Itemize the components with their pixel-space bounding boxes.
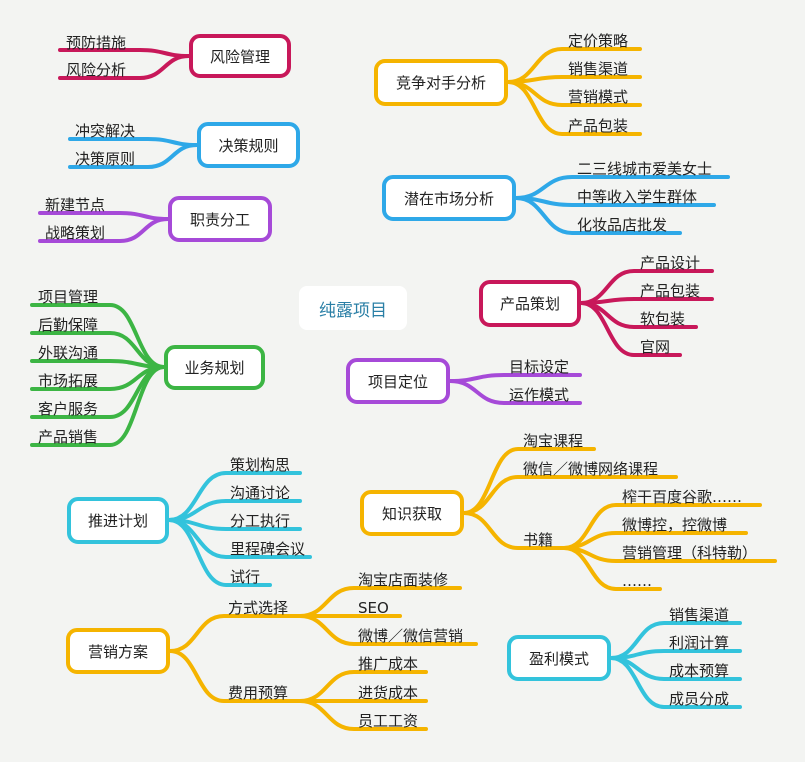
center-topic[interactable]: 纯露项目 (299, 286, 407, 330)
leaf-book-search[interactable]: 榨干百度谷歌…… (622, 488, 743, 506)
business-connector-5 (30, 365, 166, 447)
leaf-profit-calculation[interactable]: 利润计算 (669, 634, 730, 652)
leaf-external-communication[interactable]: 外联沟通 (38, 344, 99, 362)
topic-progress-plan[interactable]: 推进计划 (67, 497, 169, 544)
leaf-taobao-course[interactable]: 淘宝课程 (523, 432, 584, 450)
leaf-logistics[interactable]: 后勤保障 (38, 316, 99, 334)
topic-decision-rules[interactable]: 决策规则 (197, 122, 300, 168)
profit-connector-3 (609, 656, 742, 709)
leaf-product-sales[interactable]: 产品销售 (38, 428, 99, 446)
leaf-soft-packaging[interactable]: 软包装 (640, 310, 686, 328)
leaf-strategy-planning[interactable]: 战略策划 (45, 224, 106, 242)
leaf-operation-mode[interactable]: 运作模式 (509, 386, 570, 404)
leaf-marketing-mode[interactable]: 营销模式 (568, 88, 629, 106)
leaf-sales-channel[interactable]: 销售渠道 (568, 60, 629, 78)
risk-connector-1 (58, 54, 191, 80)
leaf-cosmetics-wholesale[interactable]: 化妆品店批发 (577, 216, 668, 234)
knowledge-connector-1 (462, 475, 678, 515)
leaf-book-weibo[interactable]: 微博控，控微博 (622, 516, 728, 534)
position-connector-1 (448, 379, 582, 405)
leaf-cost-budget[interactable]: 成本预算 (669, 662, 730, 680)
decision-connector-1 (68, 143, 199, 169)
leaf-staff-salary[interactable]: 员工工资 (358, 712, 419, 730)
topic-risk-management[interactable]: 风险管理 (189, 34, 291, 78)
marketing-connector-1 (168, 649, 302, 703)
leaf-profit-sales-channel[interactable]: 销售渠道 (669, 606, 730, 624)
leaf-weibo-wechat-marketing[interactable]: 微博／微信营销 (358, 627, 464, 645)
leaf-product-design[interactable]: 产品设计 (640, 254, 701, 272)
leaf-taobao-storefront[interactable]: 淘宝店面装修 (358, 571, 449, 589)
topic-marketing-plan[interactable]: 营销方案 (66, 628, 170, 674)
marketing-connector-0 (168, 614, 302, 653)
leaf-milestone-meeting[interactable]: 里程碑会议 (230, 540, 306, 558)
leaf-risk-analysis[interactable]: 风险分析 (66, 61, 127, 79)
leaf-new-node[interactable]: 新建节点 (45, 196, 106, 214)
leaf-promotion-cost[interactable]: 推广成本 (358, 655, 419, 673)
leaf-middle-income-students[interactable]: 中等收入学生群体 (577, 188, 698, 206)
topic-duty-division[interactable]: 职责分工 (168, 196, 272, 242)
leaf-official-website[interactable]: 官网 (640, 338, 671, 356)
progress-connector-4 (167, 518, 272, 587)
leaf-product-packaging[interactable]: 产品包装 (568, 117, 629, 135)
leaf-product-packaging-2[interactable]: 产品包装 (640, 282, 701, 300)
leaf-book-kotler[interactable]: 营销管理（科特勒） (622, 544, 758, 562)
subtopic-cost-budget[interactable]: 费用预算 (228, 684, 289, 702)
leaf-pricing-strategy[interactable]: 定价策略 (568, 32, 629, 50)
topic-project-positioning[interactable]: 项目定位 (346, 358, 450, 404)
leaf-conflict-resolution[interactable]: 冲突解决 (75, 122, 136, 140)
leaf-book-more[interactable]: …… (622, 572, 652, 590)
leaf-wechat-weibo-course[interactable]: 微信／微博网络课程 (523, 460, 659, 478)
competitor-connector-3 (506, 80, 642, 136)
books-connector-3 (562, 546, 662, 591)
leaf-member-share[interactable]: 成员分成 (669, 690, 730, 708)
profit-connector-1 (609, 649, 742, 660)
topic-market-analysis[interactable]: 潜在市场分析 (382, 175, 516, 221)
topic-profit-model[interactable]: 盈利模式 (507, 635, 611, 681)
market-connector-2 (514, 196, 682, 235)
leaf-market-expansion[interactable]: 市场拓展 (38, 372, 99, 390)
leaf-discussion[interactable]: 沟通讨论 (230, 484, 291, 502)
duty-connector-1 (38, 217, 170, 243)
method-connector-2 (298, 614, 478, 646)
leaf-planning-idea[interactable]: 策划构思 (230, 456, 291, 474)
knowledge-connector-2 (462, 511, 566, 550)
leaf-prevention[interactable]: 预防措施 (66, 34, 127, 52)
leaf-purchase-cost[interactable]: 进货成本 (358, 684, 419, 702)
leaf-execution[interactable]: 分工执行 (230, 512, 291, 530)
leaf-decision-principle[interactable]: 决策原则 (75, 150, 136, 168)
topic-product-planning[interactable]: 产品策划 (479, 280, 581, 327)
topic-business-planning[interactable]: 业务规划 (164, 345, 265, 390)
topic-knowledge-acquisition[interactable]: 知识获取 (360, 490, 464, 536)
leaf-customer-service[interactable]: 客户服务 (38, 400, 99, 418)
subtopic-books[interactable]: 书籍 (523, 531, 554, 549)
product-connector-3 (579, 301, 682, 357)
leaf-seo[interactable]: SEO (358, 599, 389, 617)
leaf-trial[interactable]: 试行 (230, 568, 261, 586)
leaf-goal-setting[interactable]: 目标设定 (509, 358, 570, 376)
budget-connector-2 (298, 699, 428, 731)
subtopic-method-selection[interactable]: 方式选择 (228, 599, 289, 617)
topic-competitor-analysis[interactable]: 竞争对手分析 (374, 59, 508, 106)
leaf-tier-city-women[interactable]: 二三线城市爱美女士 (577, 160, 713, 178)
leaf-project-management[interactable]: 项目管理 (38, 288, 99, 306)
